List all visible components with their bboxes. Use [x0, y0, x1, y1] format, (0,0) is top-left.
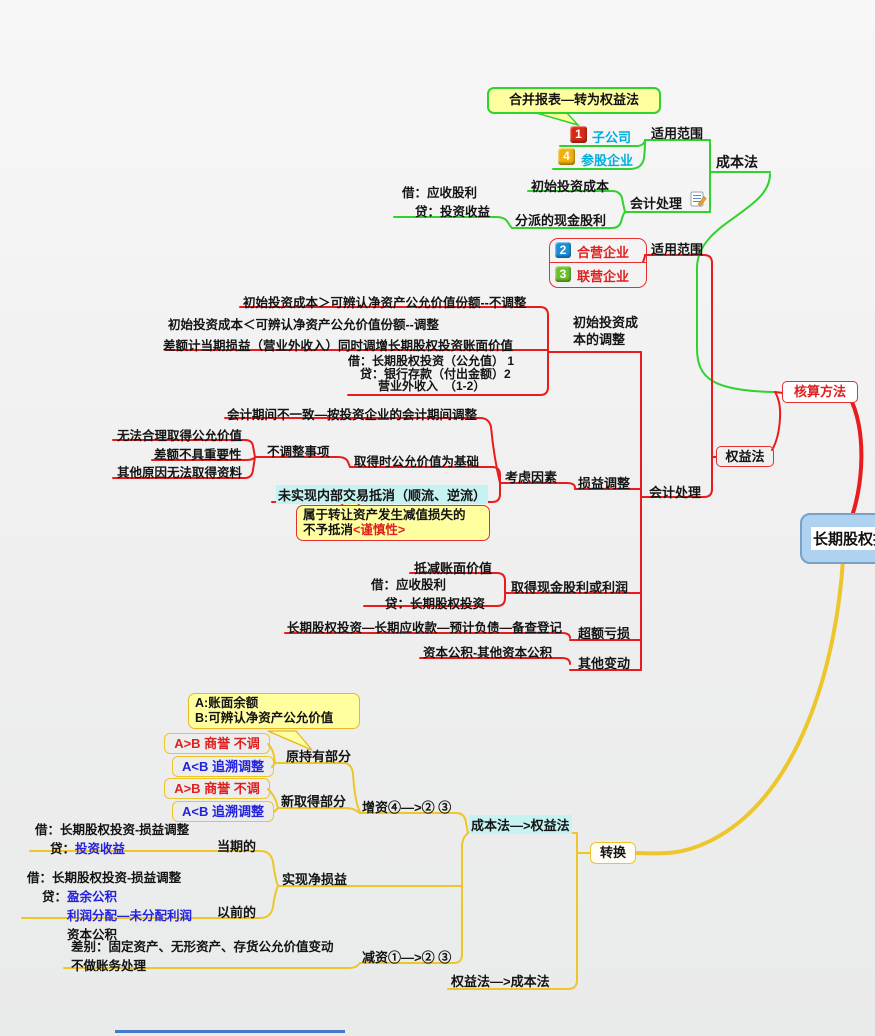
central-topic-label: 长期股权投资	[811, 527, 875, 550]
notes-icon[interactable]	[690, 191, 707, 213]
node-cash-dividend-distributed[interactable]: 分派的现金股利	[515, 213, 607, 228]
callout-ab-definitions[interactable]: A:账面余额 B:可辨认净资产公允价值	[188, 693, 360, 729]
node-excess-loss[interactable]: 超额亏损	[578, 626, 631, 641]
entry-debit-line: 借：应收股利	[402, 186, 478, 200]
entry-credit-line2: 营业外收入 （1-2）	[378, 379, 486, 393]
node-conversion[interactable]: 转换	[590, 842, 636, 864]
node-associate: 联营企业	[577, 269, 630, 284]
node-other-changes-detail[interactable]: 资本公积-其他资本公积	[423, 646, 553, 660]
node-equity-scope[interactable]: 适用范围	[651, 242, 704, 257]
callout-line1: A:账面余额	[195, 696, 259, 710]
node-original-gt[interactable]: A>B 商誉 不调	[164, 733, 270, 754]
node-accounting-methods[interactable]: 核算方法	[782, 381, 858, 403]
node-newly-acquired[interactable]: 新取得部分	[281, 794, 347, 809]
node-no-data-available[interactable]: 其他原因无法取得资料	[117, 466, 243, 480]
entry-credit-line: 贷：投资收益	[415, 205, 491, 219]
node-cost-gt-fv[interactable]: 初始投资成本＞可辨认净资产公允价值份额--不调整	[243, 296, 527, 310]
node-new-gt[interactable]: A>B 商誉 不调	[164, 778, 270, 799]
node-unrealized-internal-transactions[interactable]: 未实现内部交易抵消（顺流、逆流）	[276, 485, 489, 504]
node-other-changes[interactable]: 其他变动	[578, 656, 631, 671]
node-excess-loss-detail[interactable]: 长期股权投资—长期应收款—预计负债—备查登记	[287, 621, 563, 635]
node-no-fair-value[interactable]: 无法合理取得公允价值	[117, 429, 243, 443]
journal-entry-current-period[interactable]: 借：长期股权投资-损益调整 贷：投资收益	[35, 819, 189, 857]
node-profit-loss-adjustment[interactable]: 损益调整	[578, 476, 631, 491]
diff-line1: 差别：固定资产、无形资产、存货公允价值变动	[71, 940, 334, 954]
callout-line2: 不予抵消<谨慎性>	[303, 523, 406, 537]
node-joint-venture-row[interactable]: 2 合营企业	[550, 239, 646, 263]
node-participating-company[interactable]: 参股企业	[581, 153, 634, 168]
diff-line2: 不做账务处理	[71, 959, 147, 973]
node-no-adjust-items[interactable]: 不调整事项	[267, 445, 330, 459]
node-immaterial-difference[interactable]: 差额不具重要性	[154, 448, 242, 462]
node-equity-to-cost[interactable]: 权益法—>成本法	[451, 974, 550, 989]
accounting-methods-label: 核算方法	[793, 384, 846, 399]
node-initial-investment-cost[interactable]: 初始投资成本	[531, 179, 610, 194]
node-current-period[interactable]: 当期的	[217, 839, 257, 854]
node-difference-to-income[interactable]: 差额计当期损益（营业外收入）同时调增长期股权投资账面价值	[163, 339, 514, 353]
node-initial-cost-adjustment[interactable]: 初始投资成本的调整	[573, 315, 639, 347]
entry-credit-line3: 资本公积	[67, 928, 118, 942]
node-new-lt[interactable]: A<B 追溯调整	[172, 801, 274, 822]
node-realized-net-profit[interactable]: 实现净损益	[282, 872, 348, 887]
entry-credit-line: 贷：投资收益	[50, 842, 126, 856]
node-cost-scope[interactable]: 适用范围	[651, 126, 704, 141]
journal-entry-initial-adjust[interactable]: 借：长期股权投资（公允值） 1 贷：银行存款（付出金额）2 营业外收入 （1-2…	[348, 355, 514, 393]
node-original-lt[interactable]: A<B 追溯调整	[172, 756, 274, 777]
lt-label: A<B 追溯调整	[182, 804, 264, 819]
journal-entry-equity-dividend[interactable]: 借：应收股利 贷：长期股权投资	[371, 574, 485, 612]
node-capital-increase[interactable]: 增资④—>② ③	[362, 800, 452, 815]
node-prior-period[interactable]: 以前的	[217, 905, 257, 920]
gt-label: A>B 商誉 不调	[174, 781, 260, 796]
journal-entry-prior-period[interactable]: 借：长期股权投资-损益调整 贷：盈余公积 利润分配—未分配利润 资本公积	[27, 867, 192, 943]
node-associate-row[interactable]: 3 联营企业	[550, 263, 646, 286]
node-equity-accounting[interactable]: 会计处理	[649, 485, 702, 500]
equity-scope-group[interactable]: 2 合营企业 3 联营企业	[549, 238, 647, 288]
node-original-holding[interactable]: 原持有部分	[286, 749, 352, 764]
central-topic[interactable]: 长期股权投资	[800, 513, 875, 564]
node-accounting-period-mismatch[interactable]: 会计期间不一致—按投资企业的会计期间调整	[227, 408, 478, 422]
marker-1-icon[interactable]: 1	[570, 126, 587, 143]
entry-debit-line: 借：长期股权投资-损益调整	[27, 871, 182, 885]
entry-credit-line: 贷：长期股权投资	[385, 597, 486, 611]
entry-debit-line: 借：长期股权投资（公允值） 1	[348, 354, 515, 368]
lt-label: A<B 追溯调整	[182, 759, 264, 774]
marker-2-icon[interactable]: 2	[555, 242, 571, 258]
node-cost-to-equity[interactable]: 成本法—>权益法	[469, 815, 572, 834]
node-cash-dividend-or-profit[interactable]: 取得现金股利或利润	[511, 580, 629, 595]
entry-credit-line2: 利润分配—未分配利润	[67, 909, 193, 923]
entry-credit-line: 贷：银行存款（付出金额）2	[360, 366, 511, 381]
node-cost-lt-fv[interactable]: 初始投资成本＜可辨认净资产公允价值份额--调整	[168, 318, 439, 332]
journal-entry-cost-dividend[interactable]: 借：应收股利 贷：投资收益	[402, 182, 490, 220]
callout-consolidated-statements[interactable]: 合并报表—转为权益法	[487, 87, 661, 114]
entry-debit-line: 借：应收股利	[371, 578, 447, 592]
callout-line1: 属于转让资产发生减值损失的	[303, 508, 466, 522]
node-joint-venture: 合营企业	[577, 245, 630, 260]
node-cost-method[interactable]: 成本法	[716, 154, 758, 170]
marker-3-icon[interactable]: 3	[555, 266, 571, 282]
callout-prudence[interactable]: 属于转让资产发生减值损失的 不予抵消<谨慎性>	[296, 505, 490, 541]
entry-debit-line: 借：长期股权投资-损益调整	[35, 823, 190, 837]
node-fair-value-basis[interactable]: 取得时公允价值为基础	[354, 455, 480, 469]
node-considerations[interactable]: 考虑因素	[505, 470, 558, 485]
gt-label: A>B 商誉 不调	[174, 736, 260, 751]
node-difference-note[interactable]: 差别：固定资产、无形资产、存货公允价值变动 不做账务处理	[71, 936, 334, 974]
node-reduce-carrying-amount[interactable]: 抵减账面价值	[414, 561, 493, 576]
node-equity-method[interactable]: 权益法	[716, 446, 774, 467]
node-cost-accounting[interactable]: 会计处理	[630, 196, 683, 211]
marker-4-icon[interactable]: 4	[558, 148, 575, 165]
node-capital-decrease[interactable]: 减资①—>② ③	[362, 950, 452, 965]
canvas-edge	[115, 1030, 345, 1033]
entry-credit-line: 贷：盈余公积	[42, 890, 118, 904]
callout-line2: B:可辨认净资产公允价值	[195, 711, 334, 725]
node-subsidiary[interactable]: 子公司	[592, 130, 632, 145]
